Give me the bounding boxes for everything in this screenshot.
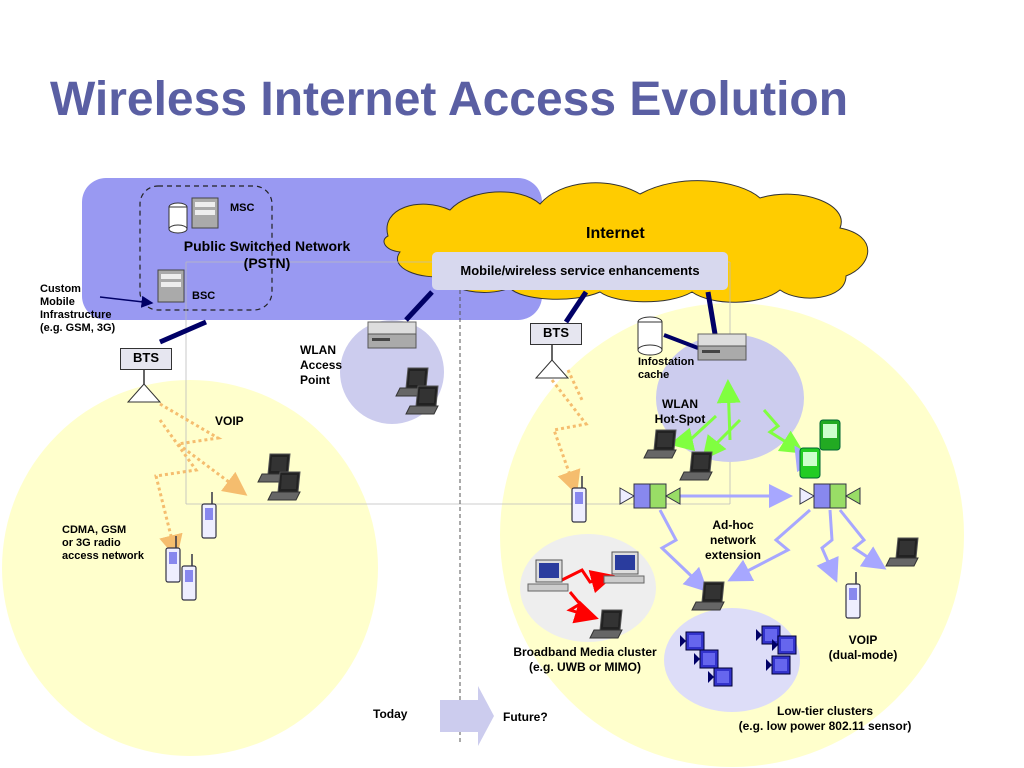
wlan-access-point-label: WLAN Access Point — [300, 343, 343, 387]
adhoc-network-label: Ad-hoc network extension — [704, 518, 761, 562]
future-label: Future? — [503, 710, 548, 724]
adhoc-link-far-right — [838, 509, 887, 570]
bts-left-link — [159, 319, 207, 345]
wlan-ap-link — [404, 290, 434, 322]
wlan-ap-server-icon — [367, 321, 417, 349]
radio-link-left-phone — [154, 419, 199, 559]
msc-label: MSC — [230, 202, 255, 214]
wlan-link-pda — [762, 409, 805, 454]
low-tier-clusters-label: Low-tier clusters (e.g. low power 802.11… — [738, 704, 912, 733]
radio-link-right-phone — [550, 379, 589, 495]
voip-dual-mode-label: VOIP (dual-mode) — [828, 633, 898, 662]
adhoc-link-down-center — [727, 508, 811, 582]
bts-left-box: BTS — [120, 348, 172, 370]
broadband-link-2 — [566, 591, 599, 624]
pda-icon-1 — [819, 419, 841, 451]
bts-right-box: BTS — [530, 323, 582, 345]
wlan-link-laptop1 — [669, 414, 718, 452]
bts-right-antenna-icon — [534, 359, 570, 379]
timeline-arrow-icon — [440, 686, 494, 746]
infostation-cache-icon — [637, 316, 663, 356]
voip-left-label: VOIP — [215, 414, 244, 428]
infostation-cache-link — [663, 333, 699, 350]
right-coverage-area — [500, 303, 964, 767]
infostation-link — [705, 291, 718, 335]
bts-right-link — [563, 290, 589, 324]
custom-infrastructure-label: Custom Mobile Infrastructure (e.g. GSM, … — [40, 283, 116, 334]
adhoc-link-down-right — [816, 509, 839, 583]
msc-bsc-group — [139, 185, 273, 311]
bsc-label: BSC — [192, 290, 216, 302]
today-label: Today — [373, 707, 408, 721]
pda-icon-2 — [799, 447, 821, 479]
internet-label: Internet — [586, 225, 645, 242]
broadband-cluster-label: Broadband Media cluster (e.g. UWB or MIM… — [513, 645, 657, 674]
bts-left-antenna-icon — [126, 383, 162, 403]
wlan-hotspot-label: WLAN Hot-Spot — [654, 397, 706, 426]
service-enhancements-box: Mobile/wireless service enhancements — [432, 252, 728, 290]
adhoc-link-down-left — [658, 509, 709, 593]
slide-title: Wireless Internet Access Evolution — [50, 73, 849, 126]
pstn-label: Public Switched Network (PSTN) — [183, 238, 351, 271]
msc-database-icon — [168, 202, 188, 234]
custom-infra-arrow — [99, 295, 154, 308]
hotspot-server-icon — [697, 333, 747, 361]
broadband-link-1 — [561, 568, 615, 594]
cdma-network-label: CDMA, GSM or 3G radio access network — [62, 524, 144, 562]
bsc-server-icon — [157, 269, 185, 303]
infostation-cache-label: Infostation cache — [638, 356, 695, 381]
msc-server-icon — [191, 197, 219, 229]
